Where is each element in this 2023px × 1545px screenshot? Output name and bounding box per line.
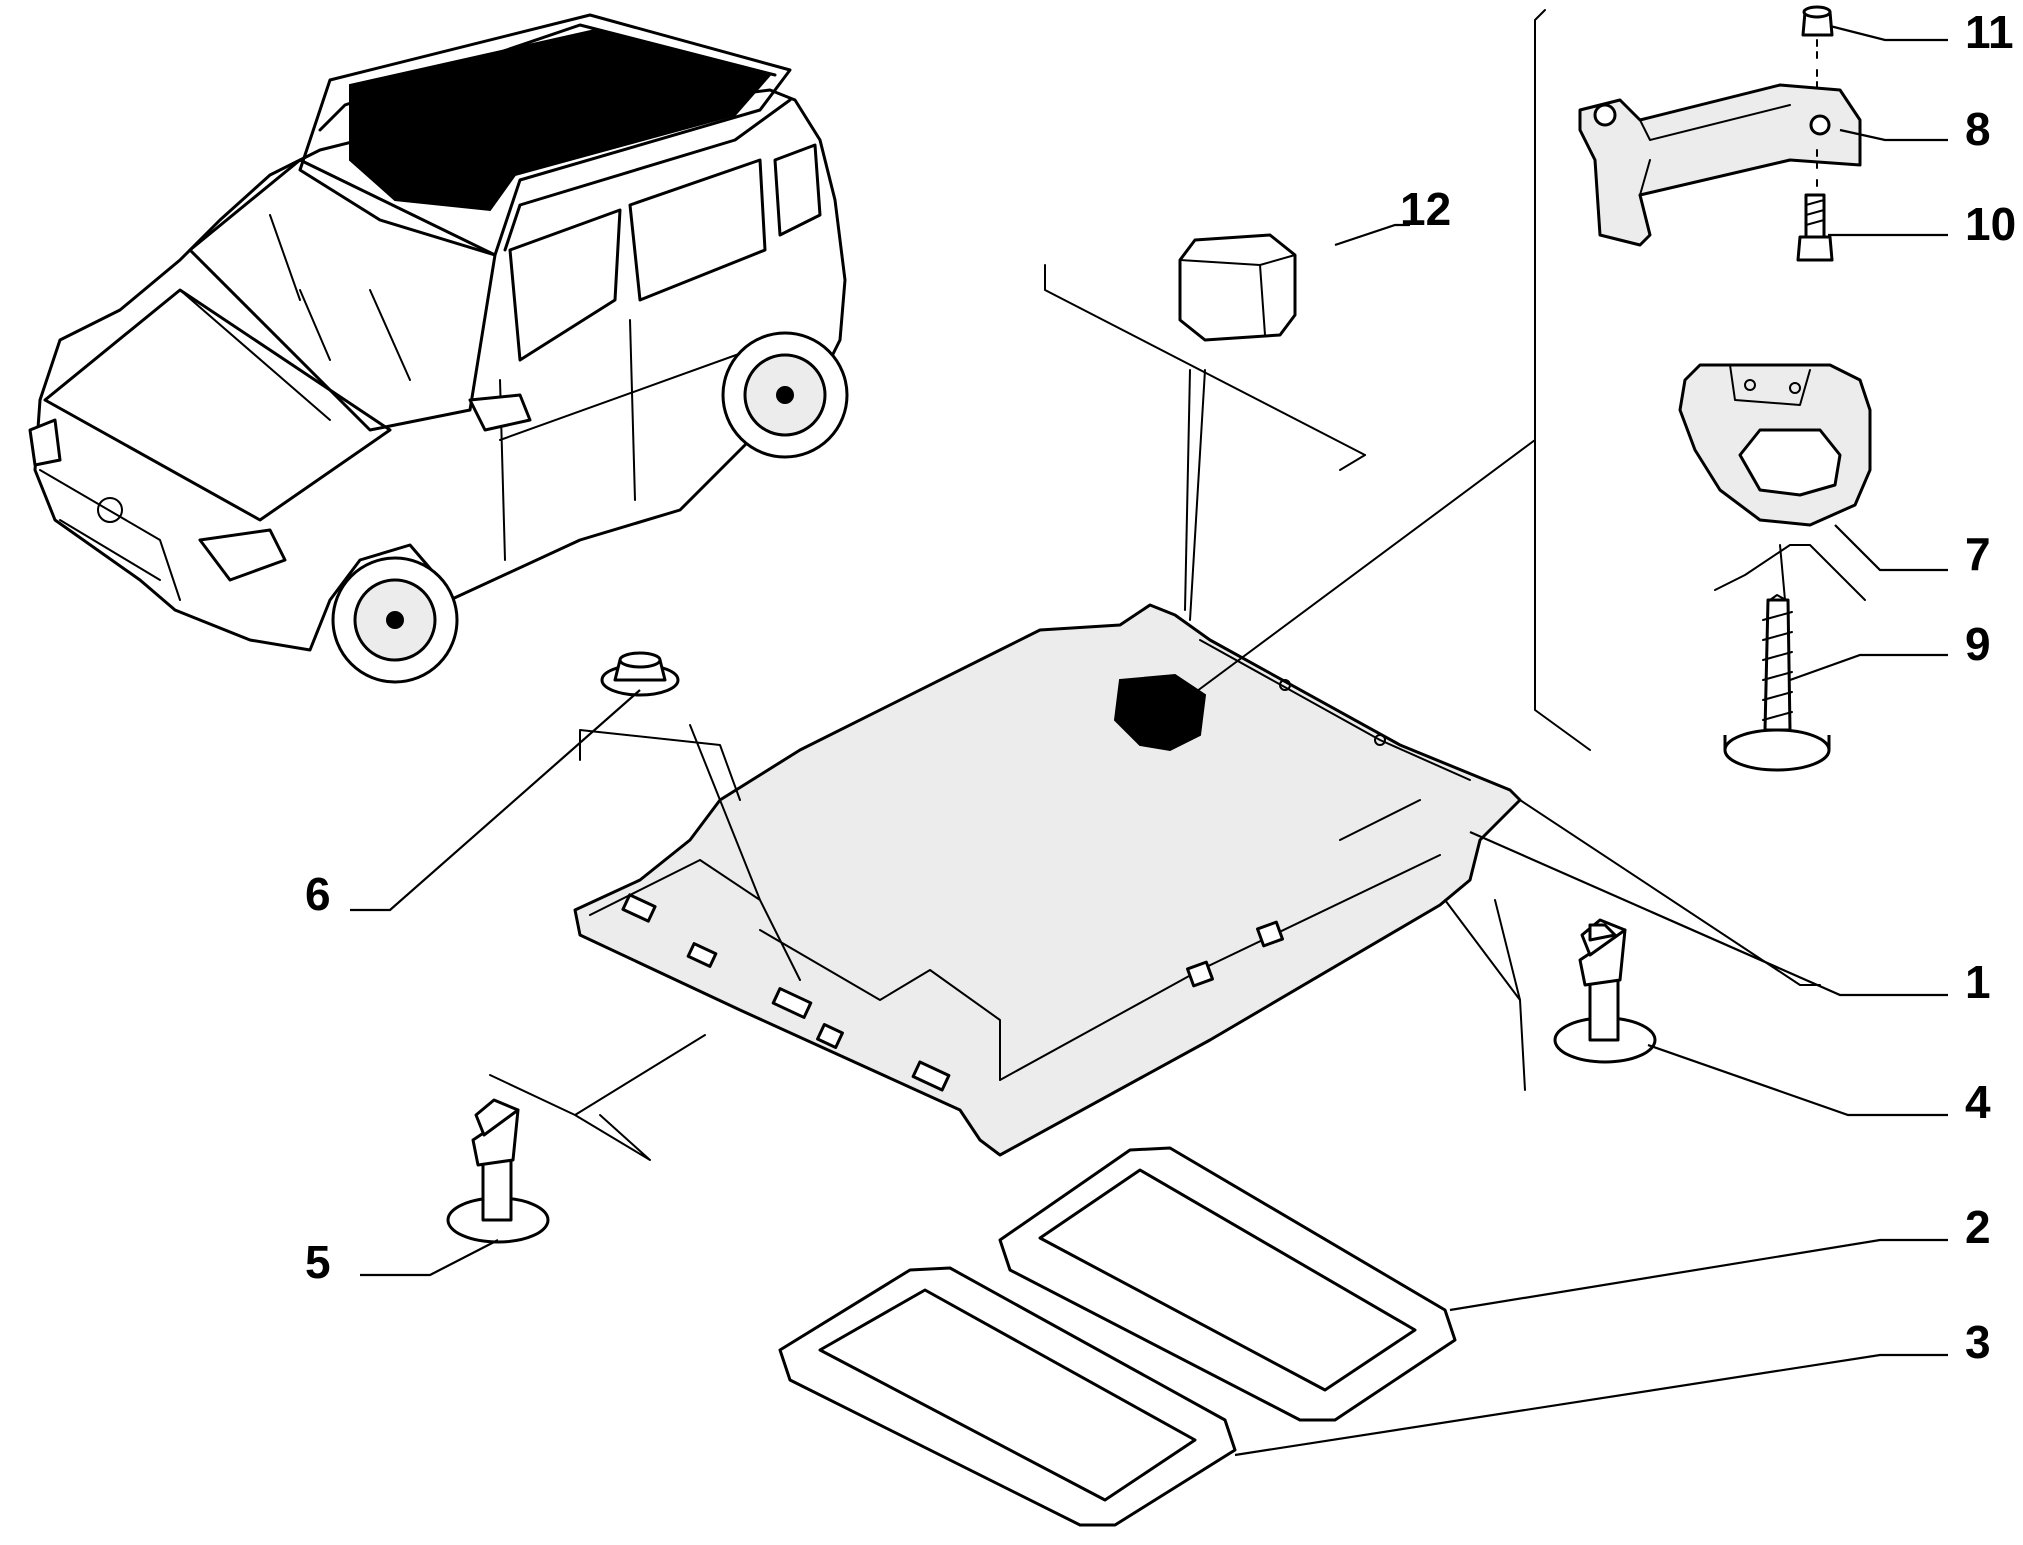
callout-2: 2	[1965, 1201, 1991, 1253]
nut	[600, 651, 680, 697]
bracket	[1578, 83, 1862, 247]
pad-block	[1178, 233, 1297, 342]
seal-frame-upper	[998, 1146, 1457, 1422]
screw	[1723, 594, 1831, 772]
callout-labels: 11 8 10 12 7 9 1 4 2 3 6 5	[305, 6, 2016, 1368]
cap-fastener	[1801, 5, 1834, 37]
assembly-guides	[489, 9, 1866, 1161]
callout-5: 5	[305, 1236, 331, 1288]
callout-9: 9	[1965, 618, 1991, 670]
seal-frame-lower	[778, 1266, 1237, 1527]
leader-lines	[350, 24, 1948, 1457]
callout-6: 6	[305, 868, 331, 920]
callout-4: 4	[1965, 1076, 1991, 1128]
headliner-panel	[573, 603, 1522, 1157]
callout-1: 1	[1965, 956, 1991, 1008]
vehicle-illustration	[28, 13, 849, 684]
bolt	[1796, 39, 1834, 262]
callout-11: 11	[1965, 6, 2014, 58]
callout-12: 12	[1400, 183, 1451, 235]
push-clip-left	[446, 1098, 550, 1244]
callout-3: 3	[1965, 1316, 1991, 1368]
grab-handle-cup	[1678, 363, 1872, 527]
callout-10: 10	[1965, 198, 2016, 250]
callout-7: 7	[1965, 528, 1991, 580]
callout-8: 8	[1965, 103, 1991, 155]
push-clip-right	[1553, 918, 1657, 1064]
